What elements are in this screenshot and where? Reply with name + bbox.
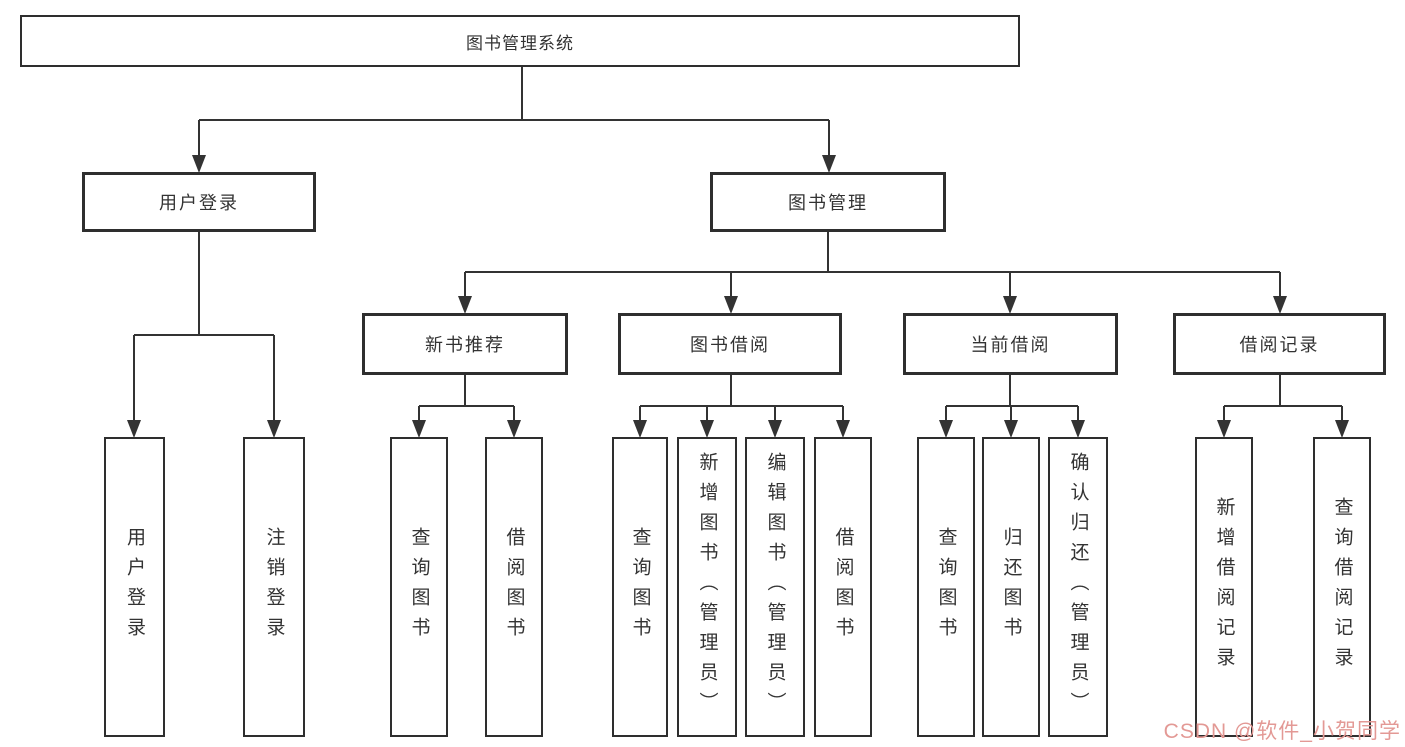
node-borrow-records-label: 借阅记录 <box>1239 335 1320 355</box>
arrowhead-icon <box>700 420 714 438</box>
leaf-logout: 注销登录 <box>243 437 305 737</box>
edge-bookborrow-to-leaves <box>639 375 844 421</box>
leaf-user-login: 用户登录 <box>104 437 165 737</box>
arrowhead-icon <box>1217 420 1231 438</box>
arrowhead-icon <box>192 155 206 173</box>
node-book-management: 图书管理 <box>710 172 946 232</box>
leaf-confirm-return-admin-label: 确认归还（管理员） <box>1067 452 1089 722</box>
leaf-add-borrow-record: 新增借阅记录 <box>1195 437 1253 737</box>
leaf-add-books-admin-label: 新增图书（管理员） <box>696 452 718 722</box>
node-user-login: 用户登录 <box>82 172 316 232</box>
leaf-query-books-recommend: 查询图书 <box>390 437 448 737</box>
node-current-borrow: 当前借阅 <box>903 313 1118 375</box>
arrowhead-icon <box>768 420 782 438</box>
node-book-borrow-label: 图书借阅 <box>690 335 770 355</box>
arrowhead-icon <box>412 420 426 438</box>
leaf-query-books-recommend-label: 查询图书 <box>408 527 430 647</box>
arrowhead-icon <box>836 420 850 438</box>
arrowhead-icon <box>939 420 953 438</box>
leaf-return-books: 归还图书 <box>982 437 1040 737</box>
arrowhead-icon <box>1273 296 1287 314</box>
leaf-return-books-label: 归还图书 <box>1000 527 1022 647</box>
leaf-confirm-return-admin: 确认归还（管理员） <box>1048 437 1108 737</box>
node-book-management-label: 图书管理 <box>788 193 868 213</box>
arrowheads <box>127 155 1349 438</box>
leaf-borrow-books: 借阅图书 <box>814 437 872 737</box>
node-book-borrow: 图书借阅 <box>618 313 842 375</box>
edge-root-to-level2 <box>198 67 830 156</box>
leaf-query-books-current-label: 查询图书 <box>935 527 957 647</box>
edge-currentborrow-to-leaves <box>945 375 1079 421</box>
edge-userlogin-to-leaves <box>133 232 275 421</box>
node-root: 图书管理系统 <box>20 15 1020 67</box>
watermark: CSDN @软件_小贺同学 <box>1163 720 1401 743</box>
leaf-user-login-label: 用户登录 <box>124 527 145 647</box>
leaf-logout-label: 注销登录 <box>263 527 285 647</box>
arrowhead-icon <box>458 296 472 314</box>
leaf-add-borrow-record-label: 新增借阅记录 <box>1213 497 1235 677</box>
arrowhead-icon <box>1335 420 1349 438</box>
edge-records-to-leaves <box>1223 375 1343 421</box>
leaf-add-books-admin: 新增图书（管理员） <box>677 437 737 737</box>
node-new-book-recommend-label: 新书推荐 <box>425 335 505 355</box>
arrowhead-icon <box>267 420 281 438</box>
arrowhead-icon <box>127 420 141 438</box>
leaf-query-books-borrow-label: 查询图书 <box>629 527 651 647</box>
arrowhead-icon <box>1071 420 1085 438</box>
arrowhead-icon <box>507 420 521 438</box>
leaf-borrow-books-recommend: 借阅图书 <box>485 437 543 737</box>
arrowhead-icon <box>633 420 647 438</box>
leaf-query-borrow-record-label: 查询借阅记录 <box>1331 497 1353 677</box>
leaf-query-borrow-record: 查询借阅记录 <box>1313 437 1371 737</box>
leaf-borrow-books-recommend-label: 借阅图书 <box>503 527 525 647</box>
leaf-edit-books-admin: 编辑图书（管理员） <box>745 437 805 737</box>
node-root-label: 图书管理系统 <box>466 33 574 53</box>
edge-bookmgmt-to-level3 <box>464 232 1281 297</box>
arrowhead-icon <box>1003 296 1017 314</box>
leaf-query-books-current: 查询图书 <box>917 437 975 737</box>
arrowhead-icon <box>822 155 836 173</box>
node-current-borrow-label: 当前借阅 <box>970 335 1051 355</box>
arrowhead-icon <box>1004 420 1018 438</box>
leaf-borrow-books-label: 借阅图书 <box>832 527 854 647</box>
leaf-query-books-borrow: 查询图书 <box>612 437 668 737</box>
leaf-edit-books-admin-label: 编辑图书（管理员） <box>764 452 786 722</box>
node-user-login-label: 用户登录 <box>159 193 239 213</box>
edge-newbook-to-leaves <box>418 375 515 421</box>
arrowhead-icon <box>724 296 738 314</box>
node-new-book-recommend: 新书推荐 <box>362 313 568 375</box>
node-borrow-records: 借阅记录 <box>1173 313 1386 375</box>
